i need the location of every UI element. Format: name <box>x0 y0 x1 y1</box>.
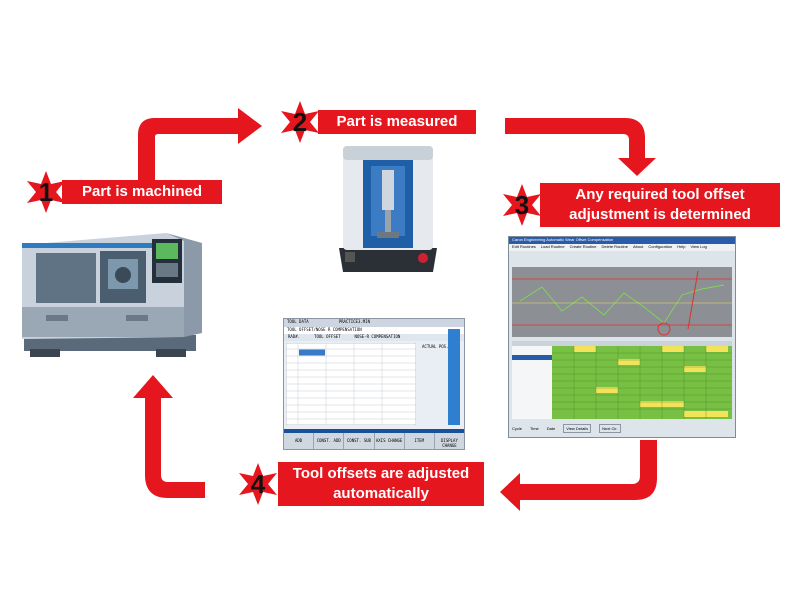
software-title-bar: Caron Engineering Automatic Wear Offset … <box>509 237 735 244</box>
software-bottom-button: View Details <box>563 423 592 433</box>
cnc-softkey-bar: ADD CONST. ADD CONST. SUB AXIS CHANGE IT… <box>284 433 464 449</box>
step-4-number: 4 <box>250 469 266 499</box>
step-3-badge: 3 <box>500 183 544 227</box>
software-bottom-button: Next Cir. <box>599 423 621 433</box>
cnc-title-left: TOOL DATA <box>287 319 309 324</box>
cnc-softkey: AXIS CHANGE <box>375 433 405 449</box>
cnc-col-headers: RAD#. TOOL OFFSET NOSE-R COMPENSATION <box>284 334 464 341</box>
star-icon <box>27 171 65 213</box>
step-3-text-line1: Any required tool offset <box>575 186 745 203</box>
step-2-text: Part is measured <box>336 113 458 130</box>
cnc-softkey: CONST. SUB <box>344 433 375 449</box>
software-bottom-tab: Date <box>546 425 556 431</box>
lathe-machine-image <box>22 233 202 357</box>
offset-software-screenshot-image: Caron Engineering Automatic Wear Offset … <box>508 236 736 438</box>
step-2-number: 2 <box>292 107 308 137</box>
software-data-grid <box>512 341 732 419</box>
cnc-col-header: NOSE-R COMPENSATION <box>354 334 401 339</box>
cnc-subtitle: TOOL OFFSET/NOSE R COMPENSATION <box>284 327 464 334</box>
cnc-offset-table <box>286 343 416 425</box>
step-2-label: Part is measured <box>318 110 476 134</box>
cnc-title-mid: PRACTICE3.MIN <box>338 319 370 324</box>
software-menu-item: Create Routine <box>569 244 597 249</box>
arrow-icon <box>133 375 205 498</box>
cnc-col-header: TOOL OFFSET <box>314 334 341 339</box>
software-menu-item: Edit Routines <box>512 244 536 249</box>
step-4-text-line1: Tool offsets are adjusted <box>292 465 470 482</box>
software-menu-bar: Edit Routines Load Routine Create Routin… <box>509 244 735 251</box>
cnc-softkey: ITEM <box>405 433 435 449</box>
step-1-number: 1 <box>38 177 54 207</box>
software-menu-item: Delete Routine <box>601 244 628 249</box>
step-4-text-line2: automatically <box>333 485 429 502</box>
software-bottom-bar: Cycle Time Date View Details Next Cir. <box>512 421 732 435</box>
software-menu-item: About <box>632 244 644 249</box>
software-menu-item: Help <box>677 244 686 249</box>
software-trend-chart <box>512 267 732 337</box>
software-bottom-tab: Cycle <box>512 425 523 431</box>
arrow-icon <box>500 440 657 511</box>
arrow-icon <box>138 108 262 180</box>
software-menu-item: Configuration <box>648 244 673 249</box>
cnc-softkey: ADD <box>284 433 315 449</box>
software-menu-item: View Log <box>690 244 707 249</box>
step-2-badge: 2 <box>278 100 322 144</box>
step-3-label: Any required tool offset adjustment is d… <box>540 183 780 227</box>
step-1-text: Part is machined <box>81 183 203 200</box>
cnc-title-bar: TOOL DATA PRACTICE3.MIN <box>284 319 464 327</box>
step-1-label: Part is machined <box>62 180 222 204</box>
software-menu-item: Load Routine <box>540 244 565 249</box>
step-4-label: Tool offsets are adjusted automatically <box>278 462 484 506</box>
step-4-badge: 4 <box>236 462 280 506</box>
step-3-number: 3 <box>514 190 530 220</box>
cnc-softkey: CONST. ADD <box>314 433 345 449</box>
step-1-badge: 1 <box>24 170 68 214</box>
cnc-softkey: DISPLAY CHANGE <box>441 438 458 448</box>
cnc-actual-pos-label: ACTUAL POS. <box>422 344 449 349</box>
software-bottom-tab: Time <box>530 425 539 431</box>
star-icon <box>503 184 541 226</box>
cnc-control-screen-image: TOOL DATA PRACTICE3.MIN TOOL OFFSET/NOSE… <box>283 318 465 450</box>
measuring-gauge-image <box>339 146 437 272</box>
cnc-side-panel <box>448 329 460 425</box>
cnc-blue-strip <box>284 429 464 433</box>
step-3-text-line2: adjustment is determined <box>569 206 751 223</box>
cnc-col-header: RAD#. <box>288 334 301 339</box>
star-icon <box>239 463 277 505</box>
arrow-icon <box>505 118 656 176</box>
star-icon <box>281 101 319 143</box>
